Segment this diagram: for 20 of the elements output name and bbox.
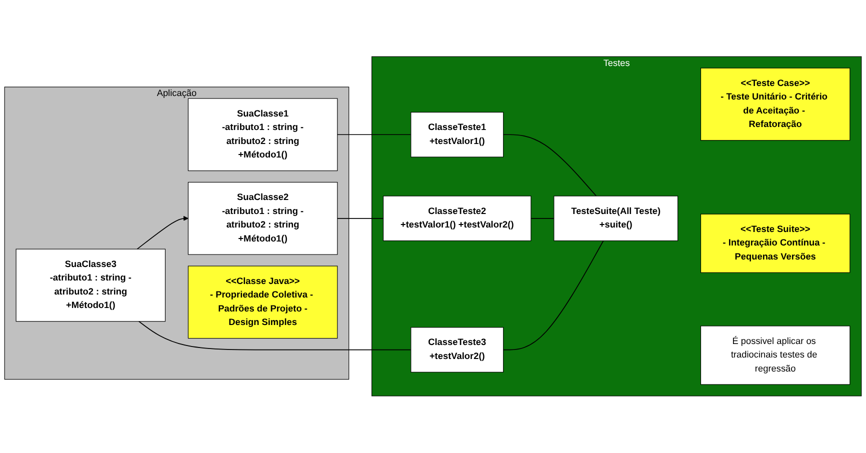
node-box [188,182,338,256]
node-box [383,196,532,242]
connector [502,240,604,350]
connector [502,134,597,197]
cluster [4,86,350,380]
node-box [188,98,338,172]
cluster [372,56,862,396]
node-box [410,327,504,373]
node-box [16,249,166,322]
connector [336,218,384,220]
node-box [188,266,338,339]
node-box [700,214,850,274]
node-box [700,326,850,385]
arrow [136,216,188,250]
connector [530,218,554,220]
node-box [554,196,678,242]
connector [336,134,412,136]
connector [138,321,412,350]
node-box [410,112,504,158]
node-box [700,68,850,141]
